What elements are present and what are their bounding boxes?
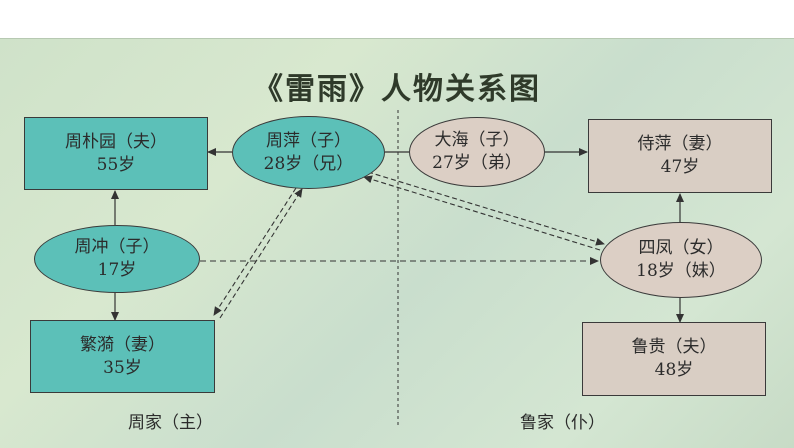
dashed-ping-sifeng-b (363, 175, 601, 251)
node-age: 35岁 (103, 357, 142, 378)
node-zhou-ping: 周萍（子） 28岁（兄） (232, 116, 385, 189)
node-fan-yi: 繁漪（妻） 35岁 (30, 320, 215, 393)
node-shi-ping: 侍萍（妻） 47岁 (588, 119, 772, 193)
node-age: 47岁 (660, 157, 700, 177)
dashed-ping-sifeng-a (367, 171, 605, 246)
node-da-hai: 大海（子） 27岁（弟） (409, 117, 545, 187)
node-age: 17岁 (97, 260, 137, 280)
diagram-title: 《雷雨》人物关系图 (253, 72, 541, 107)
caption-zhou-family: 周家（主） (128, 413, 213, 433)
node-name: 侍萍（妻） (637, 134, 723, 154)
node-name: 周冲（子） (74, 237, 160, 257)
node-age: 48岁 (654, 360, 694, 380)
node-zhou-puyuan: 周朴园（夫） 55岁 (24, 117, 208, 190)
node-lu-gui: 鲁贵（夫） 48岁 (582, 322, 766, 396)
node-name: 四凤（女） (638, 238, 724, 258)
node-name: 周朴园（夫） (65, 131, 167, 152)
caption-lu-family: 鲁家（仆） (520, 413, 605, 433)
node-name: 周萍（子） (266, 130, 351, 151)
node-name: 鲁贵（夫） (631, 337, 717, 357)
node-age: 27岁（弟） (432, 153, 522, 173)
node-age: 18岁（妹） (636, 261, 726, 281)
node-si-feng: 四凤（女） 18岁（妹） (600, 222, 762, 298)
node-zhou-chong: 周冲（子） 17岁 (34, 225, 200, 293)
dashed-ping-fanyi-a (213, 187, 297, 316)
node-name: 繁漪（妻） (80, 334, 165, 355)
node-age: 28岁（兄） (263, 153, 354, 174)
node-age: 55岁 (96, 154, 136, 175)
node-name: 大海（子） (434, 130, 520, 150)
dashed-ping-fanyi-b (219, 188, 303, 319)
